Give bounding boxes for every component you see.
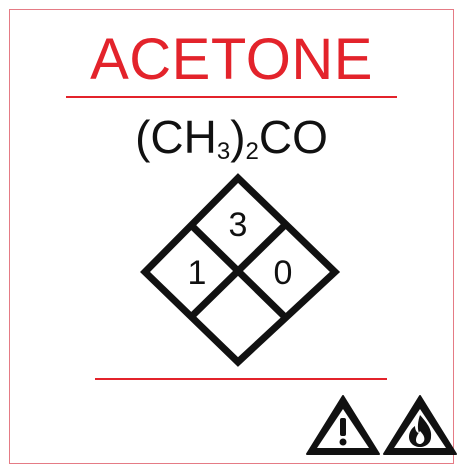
nfpa-health-rating: 1 [188,254,207,292]
nfpa-instability-rating: 0 [274,254,293,292]
exclamation-icon [306,395,380,455]
bottom-divider [95,378,387,380]
formula-part-1: (CH [135,111,217,163]
title-divider [66,96,397,98]
nfpa-divider-b [187,221,289,321]
chemical-name: ACETONE [90,27,373,92]
nfpa-flammability-rating: 3 [229,206,248,244]
formula-part-3: CO [258,111,328,163]
flame-icon [383,395,457,455]
formula-subscript-1: 3 [216,138,231,165]
formula-subscript-2: 2 [245,138,259,165]
chemical-formula: (CH3)2CO [0,111,463,178]
formula-part-2: ) [230,111,246,163]
